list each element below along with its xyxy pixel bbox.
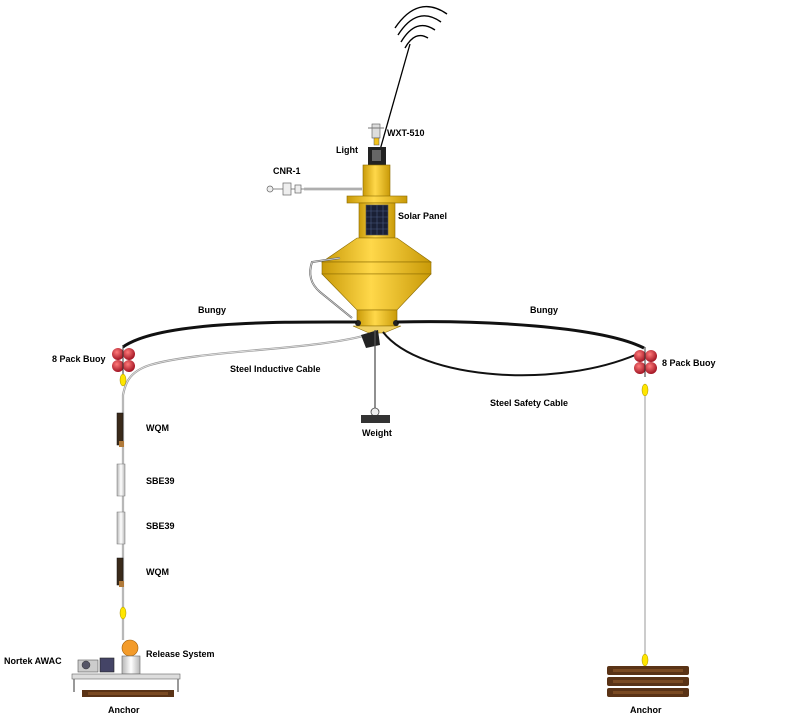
sbe39-2 <box>116 511 126 545</box>
weight <box>361 407 390 423</box>
sbe39-1 <box>116 463 126 497</box>
label-wxt-510: WXT-510 <box>387 128 425 138</box>
wxt-510-sensor <box>368 123 384 146</box>
release-system <box>121 639 141 675</box>
label-sbe39-2: SBE39 <box>146 521 175 531</box>
cnr-1-sensor <box>266 182 362 196</box>
label-wqm-bottom: WQM <box>146 567 169 577</box>
anchor-right <box>607 666 689 697</box>
label-bungy-right: Bungy <box>530 305 558 315</box>
label-8-pack-buoy-left: 8 Pack Buoy <box>52 354 106 364</box>
label-nortek-awac: Nortek AWAC <box>4 656 62 666</box>
eight-pack-buoy-right <box>634 347 657 397</box>
label-solar-panel: Solar Panel <box>398 211 447 221</box>
label-release-system: Release System <box>146 649 215 659</box>
label-bungy-left: Bungy <box>198 305 226 315</box>
label-anchor-right: Anchor <box>630 705 662 715</box>
wqm-bottom <box>116 557 124 587</box>
solar-panel <box>365 204 389 236</box>
label-8-pack-buoy-right: 8 Pack Buoy <box>662 358 716 368</box>
inductive-coupler <box>361 330 380 348</box>
label-cnr-1: CNR-1 <box>273 166 301 176</box>
label-anchor-left: Anchor <box>108 705 140 715</box>
light <box>368 147 386 165</box>
anchor-left <box>71 673 181 697</box>
label-steel-inductive-cable: Steel Inductive Cable <box>230 364 321 374</box>
wqm-top <box>116 412 124 447</box>
label-steel-safety-cable: Steel Safety Cable <box>490 398 568 408</box>
label-weight: Weight <box>362 428 392 438</box>
bungy-left <box>122 320 358 349</box>
steel-safety-cable <box>382 331 643 377</box>
eight-pack-buoy-left <box>112 345 135 387</box>
label-wqm-top: WQM <box>146 423 169 433</box>
antenna-mast <box>379 43 411 151</box>
steel-inductive-cable <box>121 332 371 640</box>
nortek-awac <box>77 657 115 673</box>
bungy-right <box>396 320 645 350</box>
label-light: Light <box>336 145 358 155</box>
antenna-signal-icon <box>394 5 448 49</box>
label-sbe39-1: SBE39 <box>146 476 175 486</box>
